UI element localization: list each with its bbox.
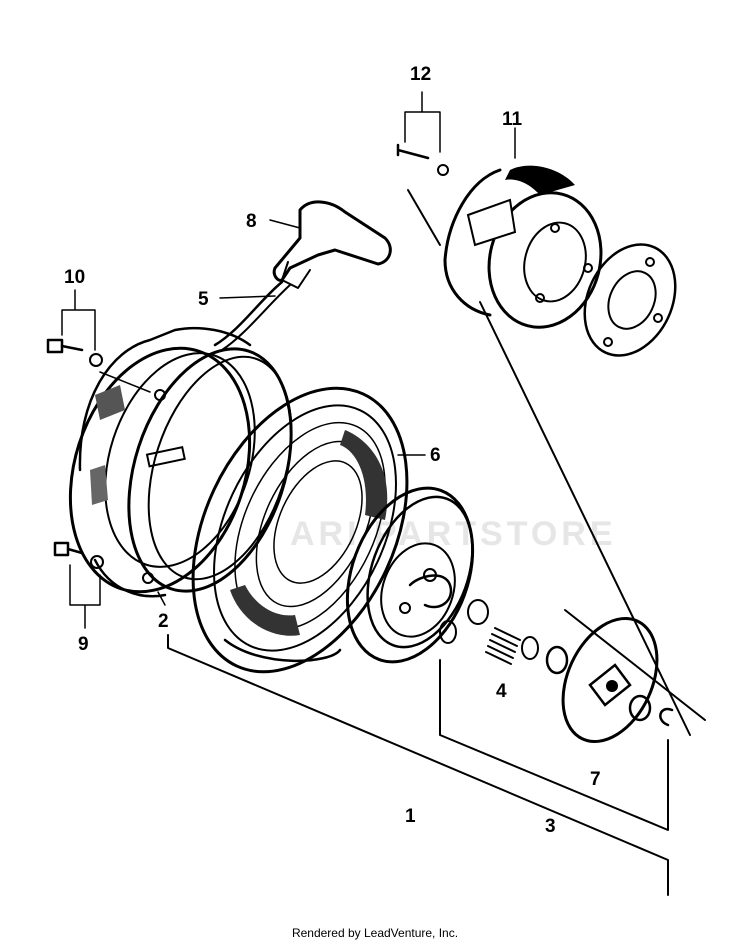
callout-12: 12 [410, 64, 431, 85]
callout-3: 3 [545, 816, 556, 837]
footer-credit: Rendered by LeadVenture, Inc. [291, 926, 459, 940]
callout-4: 4 [496, 681, 507, 702]
recoil-spring [191, 386, 409, 674]
callout-8: 8 [246, 211, 257, 232]
callout-10: 10 [64, 267, 85, 288]
callout-7: 7 [590, 769, 601, 790]
callout-11: 11 [502, 109, 523, 130]
starter-cup [443, 165, 677, 357]
rope-pulley [345, 486, 475, 664]
bolt-12 [396, 143, 449, 176]
starter-housing [68, 326, 256, 598]
assembly-outline-lines [61, 91, 706, 896]
friction-plate [561, 616, 674, 744]
callout-6: 6 [430, 445, 441, 466]
callout-5: 5 [198, 289, 209, 310]
callout-2: 2 [158, 611, 169, 632]
callout-labels: 1 2 3 4 5 6 7 8 9 10 11 12 [64, 64, 601, 837]
starter-handle [213, 200, 392, 351]
pawl-spring [439, 599, 569, 675]
bolt-10 [46, 338, 103, 367]
watermark: ARI PARTSTORE [290, 515, 617, 553]
gasket-ring [127, 347, 293, 593]
callout-1: 1 [405, 806, 416, 827]
callout-9: 9 [78, 634, 89, 655]
bolt-9 [53, 541, 104, 569]
